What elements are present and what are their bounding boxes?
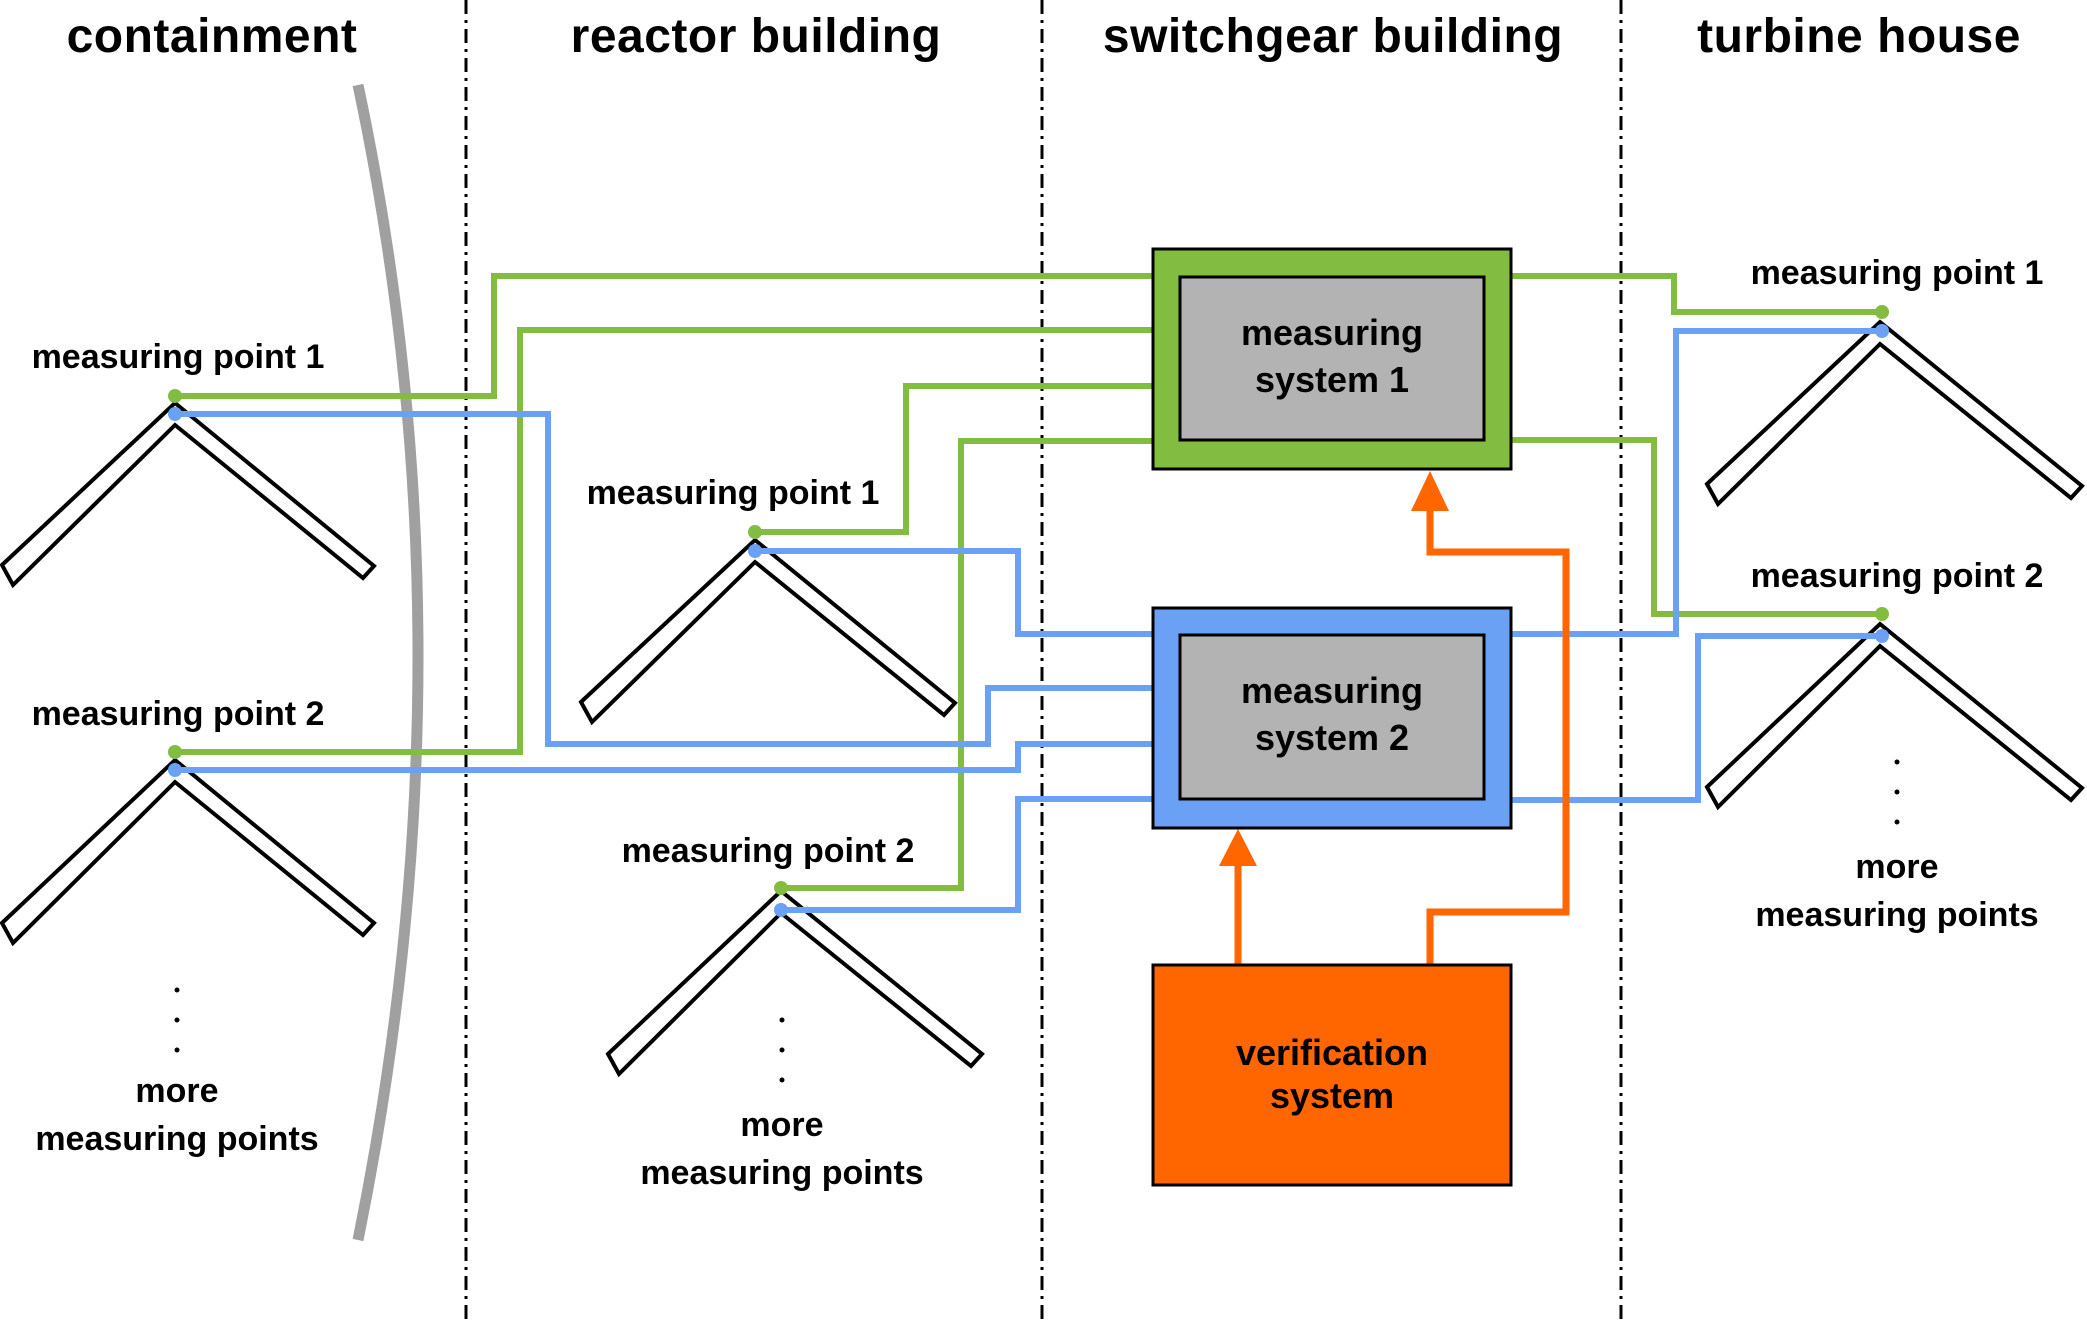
- ellipsis-dots-turbine: [1894, 759, 1900, 825]
- dot-green-containment-2: [168, 745, 182, 759]
- dot-blue-turbine-1: [1875, 324, 1889, 338]
- label-reactor-point-1: measuring point 1: [587, 474, 880, 512]
- dot-green-reactor-1: [748, 525, 762, 539]
- dot-blue-reactor-1: [748, 544, 762, 558]
- measuring-system-1: measuring system 1: [1151, 247, 1513, 471]
- label-containment-point-2: measuring point 2: [32, 695, 325, 733]
- zone-dividers: [464, 0, 1623, 1325]
- more-reactor: more measuring points: [640, 1017, 924, 1192]
- label-reactor-point-2: measuring point 2: [622, 832, 915, 870]
- dot-blue-containment-1: [168, 407, 182, 421]
- measuring-system-2-core: [1178, 633, 1486, 801]
- ellipsis-dots-reactor: [779, 1017, 785, 1083]
- verification-system-label-line2: system: [1270, 1075, 1394, 1116]
- dot-green-reactor-2: [774, 881, 788, 895]
- dot-blue-containment-2: [168, 763, 182, 777]
- zone-title-containment: containment: [67, 10, 358, 63]
- green-line-reactor-2: [781, 438, 1153, 891]
- green-line-containment-2: [175, 327, 1153, 755]
- measuring-system-1-label-line1: measuring: [1241, 312, 1423, 353]
- label-containment-point-1: measuring point 1: [32, 338, 325, 376]
- measuring-system-2-label-line1: measuring: [1241, 670, 1423, 711]
- measuring-system-1-core: [1178, 275, 1486, 442]
- zone-title-turbine: turbine house: [1697, 10, 2021, 63]
- pipe-turbine-2: [1704, 621, 2085, 811]
- verification-system-box: [1151, 963, 1513, 1187]
- measuring-system-2: measuring system 2: [1151, 606, 1513, 830]
- blue-line-containment-2: [175, 741, 1153, 773]
- arrowhead-system-1: [1411, 471, 1449, 511]
- verification-system-label-line1: verification: [1236, 1032, 1428, 1073]
- containment-wall: [352, 83, 424, 1242]
- blue-line-reactor-2: [781, 796, 1153, 913]
- blue-line-reactor-1: [755, 548, 1153, 637]
- dot-blue-turbine-2: [1875, 629, 1889, 643]
- pipe-turbine-1: [1704, 319, 2085, 508]
- blue-line-containment-1: [175, 411, 1153, 747]
- zone-title-reactor: reactor building: [571, 10, 942, 63]
- blue-line-turbine-2: [1511, 633, 1882, 803]
- label-turbine-point-2: measuring point 2: [1751, 557, 2044, 595]
- dot-blue-reactor-2: [774, 903, 788, 917]
- more-turbine: more measuring points: [1755, 759, 2039, 934]
- blue-line-turbine-1: [1511, 328, 1882, 637]
- more-label-containment-line1: more: [135, 1072, 218, 1110]
- green-line-reactor-1: [755, 383, 1153, 535]
- ellipsis-dots-containment: [174, 987, 180, 1053]
- more-label-turbine-line2: measuring points: [1755, 896, 2038, 934]
- pipe-containment-2: [0, 757, 377, 947]
- green-lines: [175, 273, 1882, 891]
- more-containment: more measuring points: [35, 987, 319, 1158]
- measuring-system-2-label-line2: system 2: [1255, 717, 1409, 758]
- connection-dots: [168, 305, 1889, 917]
- dot-green-turbine-1: [1875, 305, 1889, 319]
- more-label-containment-line2: measuring points: [35, 1120, 318, 1158]
- more-label-turbine-line1: more: [1855, 848, 1938, 886]
- zone-title-switchgear: switchgear building: [1103, 10, 1563, 63]
- orange-line-to-system-1: [1426, 505, 1570, 965]
- green-line-turbine-2: [1511, 437, 1882, 617]
- label-turbine-point-1: measuring point 1: [1751, 254, 2044, 292]
- orange-arrows: [1219, 471, 1570, 965]
- pipe-containment-1: [0, 400, 377, 589]
- more-label-reactor-line2: measuring points: [640, 1154, 923, 1192]
- pipe-reactor-2: [605, 888, 985, 1078]
- green-line-turbine-1: [1511, 273, 1882, 315]
- pipe-reactor-1: [578, 537, 958, 726]
- more-label-reactor-line1: more: [740, 1106, 823, 1144]
- green-line-containment-1: [175, 273, 1153, 399]
- arrowhead-system-2: [1219, 829, 1257, 866]
- dot-green-turbine-2: [1875, 607, 1889, 621]
- verification-system: verification system: [1151, 963, 1513, 1187]
- measuring-system-1-label-line2: system 1: [1255, 359, 1409, 400]
- dot-green-containment-1: [168, 389, 182, 403]
- blue-lines: [175, 328, 1882, 913]
